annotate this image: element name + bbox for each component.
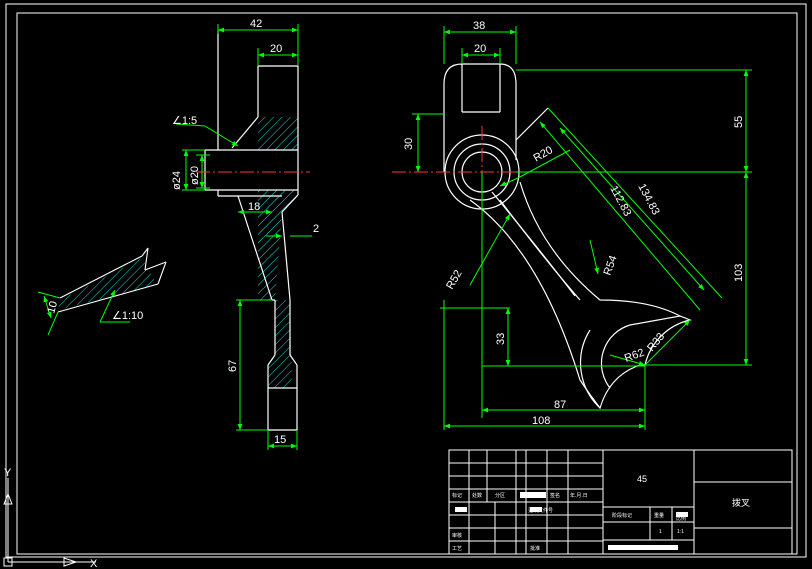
dim-inner-width: 20 [270,43,282,55]
dim-radius-small: R20 [532,144,555,164]
dim-radius-end: R33 [645,331,667,354]
stamp-block [676,512,688,517]
dim-lower-height: 103 [733,264,745,282]
dim-side-height: 30 [403,138,415,150]
dim-upper-height: 55 [733,116,745,128]
stamp-block [520,492,546,498]
left-sectional-view: 42 20 ∠1:5 ø24 ø20 18 2 67 15 [171,18,319,450]
dim-radius-large: R52 [444,268,464,291]
dim-offset-height: 33 [495,333,507,345]
left-view-dimensions [175,24,312,450]
dim-stem-length: 67 [227,360,239,372]
dim-bore-outer: ø24 [171,171,183,190]
title-part-name: 拨叉 [732,497,750,508]
ucs-y-label: Y [4,467,12,479]
dim-stem-width: 15 [274,434,286,446]
label-doc-no: 更改文件号 [528,507,553,514]
section-hatch [258,117,298,388]
stamp-block [455,507,467,512]
drawing-border [5,3,807,558]
dim-boss-width: 38 [473,20,485,32]
dim-radius-mid: R54 [602,254,620,277]
value-scale: 1:1 [677,529,684,535]
dim-web-offset: 2 [313,223,319,235]
title-material: 45 [637,474,647,484]
dim-length-short: 112.83 [607,184,633,219]
dim-web-width: 18 [248,201,260,213]
label-audit: 审核 [452,532,462,539]
dim-length-long: 134.83 [635,182,661,217]
dim-top-width: 42 [250,18,262,30]
label-weight: 重量 [654,512,664,519]
main-view-dimensions [412,26,752,430]
label-stage-mark: 阶段标记 [612,512,632,519]
detail-thickness: 10 [45,300,60,315]
ucs-axis-icon [3,478,96,567]
label-mark: 标记 [452,492,462,499]
stamp-block [608,545,678,550]
value-stage: 1 [659,529,662,535]
label-signature: 签名 [550,492,560,499]
dim-bore-inner: ø20 [189,166,201,185]
label-zone: 分区 [495,492,505,499]
label-count: 处数 [472,492,482,499]
title-block: 45 拨叉 标记 处数 分区 签名 年.月.日 更改文件号 阶段标记 重量 比例… [448,449,793,555]
dim-slope: ∠1:5 [172,115,197,127]
dim-radius-arc: R62 [623,347,646,365]
label-scale: 比例 [676,515,686,522]
dim-slot-width: 20 [474,43,486,55]
dim-horiz-inner: 87 [554,399,566,411]
dim-horiz-total: 108 [532,415,550,427]
ucs-x-label: X [90,558,98,569]
main-front-view: 38 20 55 30 R20 134.83 112.83 R54 R52 10… [392,20,752,430]
label-process: 工艺 [452,546,462,552]
detail-slope: ∠1:10 [112,310,143,322]
detail-view: 10 ∠1:10 [37,247,167,336]
left-view-outline [204,30,299,431]
label-date: 年.月.日 [570,492,588,499]
stamp-block [530,507,542,512]
label-approve: 批准 [530,545,540,552]
